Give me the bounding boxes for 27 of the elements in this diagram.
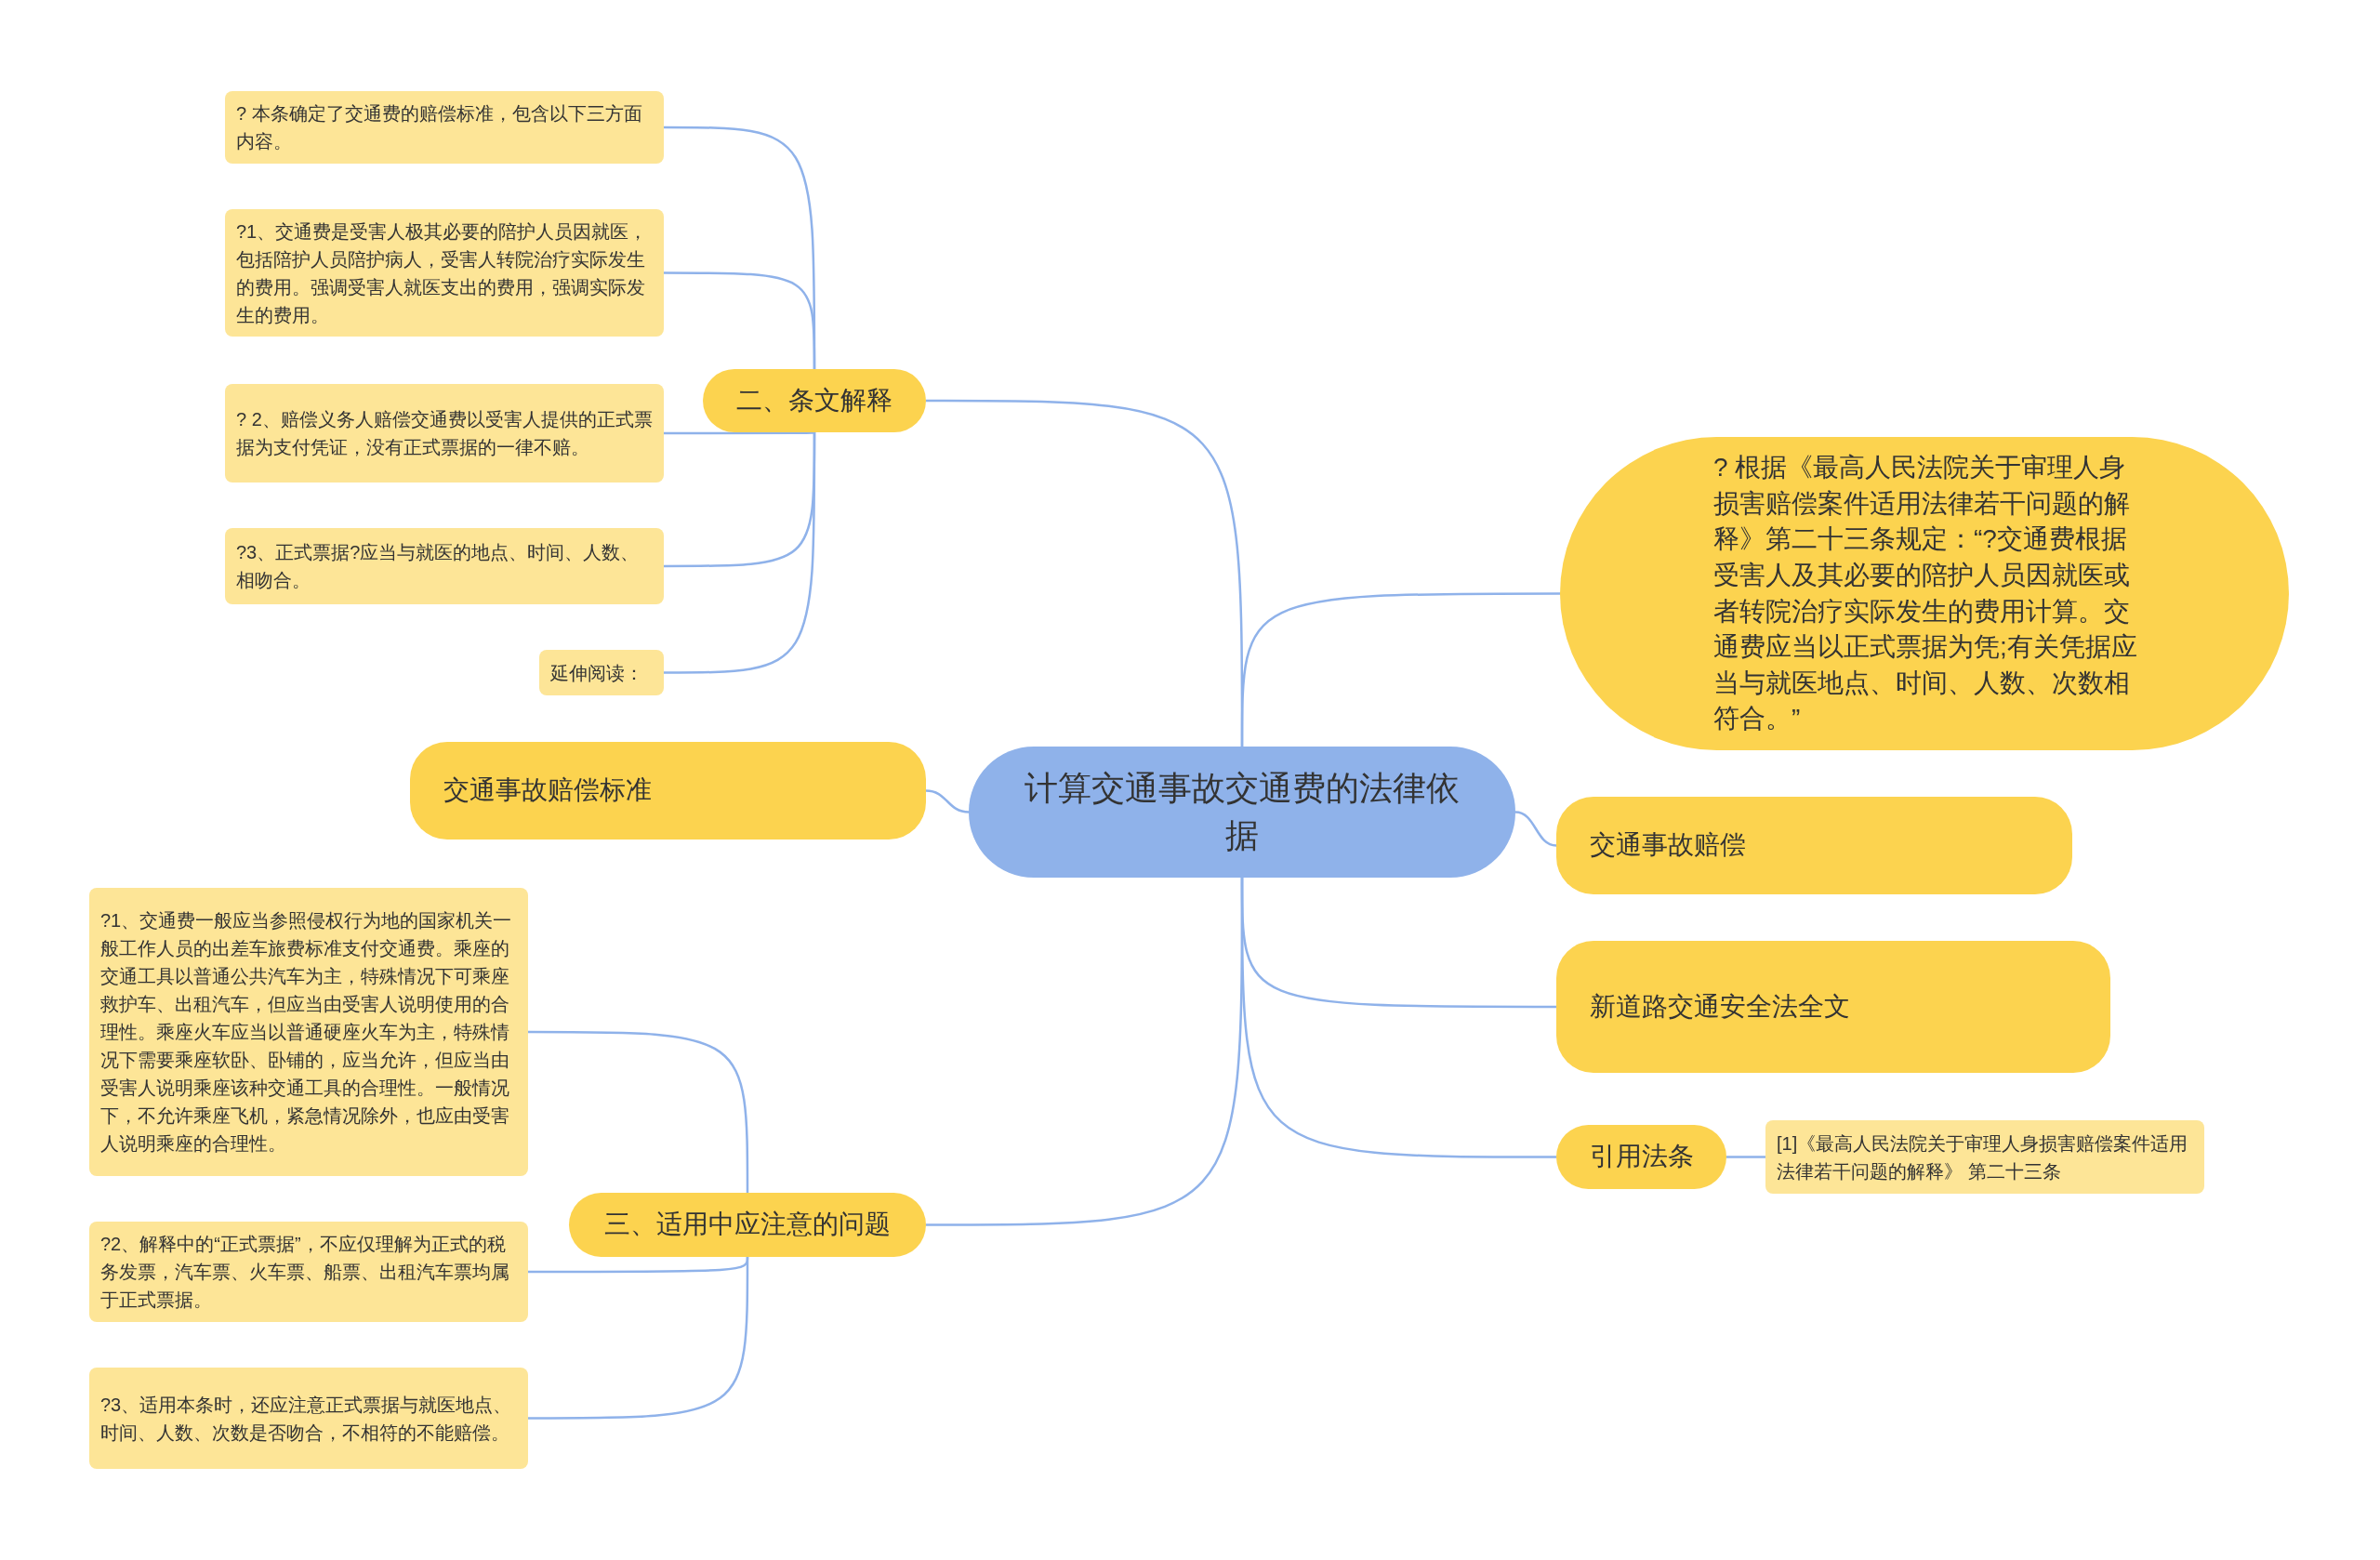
connector <box>664 430 815 435</box>
note-box: 延伸阅读： <box>539 650 664 695</box>
connector <box>1514 811 1557 847</box>
topic-pill: 新道路交通安全法全文 <box>1556 941 2110 1073</box>
connector <box>1240 878 1556 1158</box>
topic-pill: 引用法条 <box>1556 1125 1726 1189</box>
connector <box>1240 592 1560 747</box>
topic-pill: 交通事故赔偿标准 <box>410 742 926 839</box>
topic-pill: ? 根据《最高人民法院关于审理人身损害赔偿案件适用法律若干问题的解释》第二十三条规定：“?交通费根据受害人及其必要的陪护人员因就医或者转院治疗实际发生的费用计算。交通费应当以正式票据为凭;有关凭据应当与就医地点、时间、人数、次数相符合。” <box>1560 437 2289 750</box>
note-box: ?3、正式票据?应当与就医的地点、时间、人数、相吻合。 <box>225 528 664 604</box>
note-box: ?1、交通费是受害人极其必要的陪护人员因就医，包括陪护人员陪护病人，受害人转院治疗实际发生的费用。强调受害人就医支出的费用，强调实际发生的费用。 <box>225 209 664 337</box>
connector <box>528 1257 749 1420</box>
topic-pill: 三、适用中应注意的问题 <box>569 1193 926 1257</box>
central-topic: 计算交通事故交通费的法律依据 <box>969 747 1515 878</box>
note-box: ?2、解释中的“正式票据”，不应仅理解为正式的税务发票，汽车票、火车票、船票、出租汽车票均属于正式票据。 <box>89 1222 528 1322</box>
connector <box>925 789 970 813</box>
connector <box>664 271 816 369</box>
note-box: ? 本条确定了交通费的赔偿标准，包含以下三方面内容。 <box>225 91 664 164</box>
topic-pill: 交通事故赔偿 <box>1556 797 2072 894</box>
note-box: ?3、适用本条时，还应注意正式票据与就医地点、时间、人数、次数是否吻合，不相符的不能赔偿。 <box>89 1368 528 1469</box>
topic-pill: 二、条文解释 <box>703 369 926 432</box>
connector <box>664 432 816 674</box>
connector <box>528 1030 749 1193</box>
connector <box>1726 1156 1765 1158</box>
note-box: ?1、交通费一般应当参照侵权行为地的国家机关一般工作人员的出差车旅费标准支付交通费。乘座的交通工具以普通公共汽车为主，特殊情况下可乘座救护车、出租汽车，但应当由受害人说明使用的合理性。乘座火车应当以普通硬座火车为主，特殊情况下需要乘座软卧、卧铺的，应当允许，但应当由受害人说明乘座该种交通工具的合理性。一般情况下，不允许乘座飞机，紧急情况除外，也应由受害人说明乘座的合理性。 <box>89 888 528 1176</box>
note-box: ? 2、赔偿义务人赔偿交通费以受害人提供的正式票据为支付凭证，没有正式票据的一律不赔。 <box>225 384 664 483</box>
note-box: [1]《最高人民法院关于审理人身损害赔偿案件适用法律若干问题的解释》 第二十三条 <box>1765 1120 2204 1194</box>
